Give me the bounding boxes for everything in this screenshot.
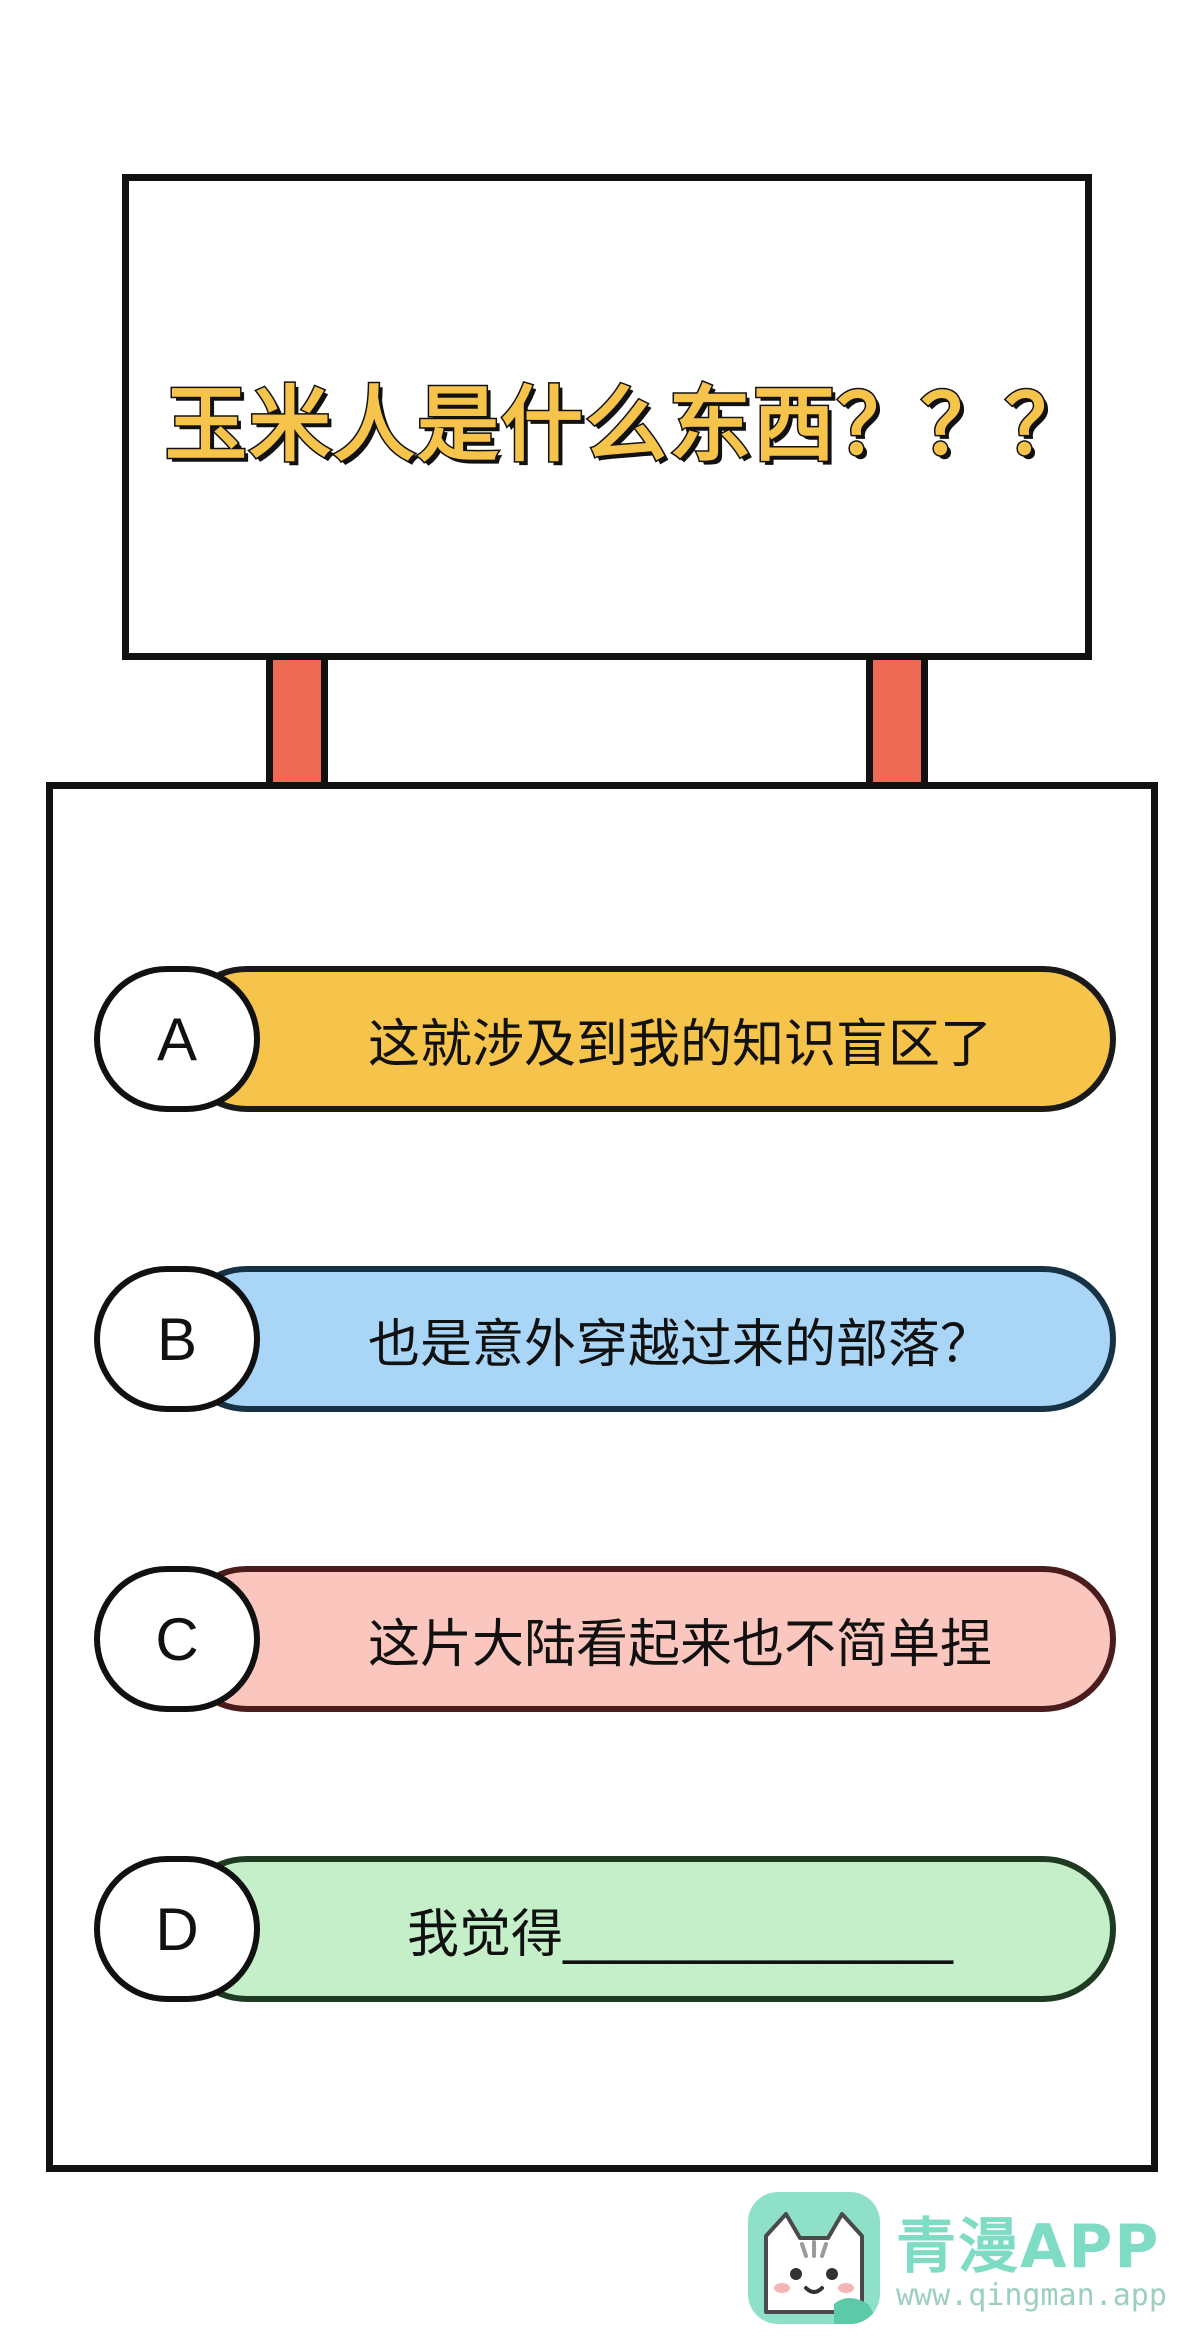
option-b-pill[interactable]: 也是意外穿越过来的部落？ xyxy=(174,1266,1116,1412)
option-d[interactable]: 我觉得_______________ D xyxy=(94,1856,1116,2002)
sign-post-left xyxy=(266,660,328,786)
option-a-text: 这就涉及到我的知识盲区了 xyxy=(367,1014,992,1075)
option-a-pill[interactable]: 这就涉及到我的知识盲区了 xyxy=(174,966,1116,1112)
watermark-title: 青漫APP xyxy=(896,2212,1161,2282)
sign-post-right xyxy=(866,660,928,786)
cat-mascot-icon xyxy=(748,2192,880,2324)
question-title: 玉米人是什么东西？？？ xyxy=(163,376,1090,474)
question-sign: 玉米人是什么东西？？？ xyxy=(122,174,1092,660)
option-b[interactable]: 也是意外穿越过来的部落？ B xyxy=(94,1266,1116,1412)
option-c[interactable]: 这片大陆看起来也不简单捏 C xyxy=(94,1566,1116,1712)
option-a-letter: A xyxy=(94,966,260,1112)
app-watermark: 青漫APP www.qingman.app xyxy=(748,2192,1168,2324)
option-c-text: 这片大陆看起来也不简单捏 xyxy=(367,1614,992,1675)
option-a[interactable]: 这就涉及到我的知识盲区了 A xyxy=(94,966,1116,1112)
option-d-letter: D xyxy=(94,1856,260,2002)
watermark-url: www.qingman.app xyxy=(896,2278,1167,2313)
option-d-text: 我觉得_______________ xyxy=(406,1904,953,1965)
option-b-letter: B xyxy=(94,1266,260,1412)
option-d-pill[interactable]: 我觉得_______________ xyxy=(174,1856,1116,2002)
option-b-text: 也是意外穿越过来的部落？ xyxy=(367,1314,992,1375)
option-c-letter: C xyxy=(94,1566,260,1712)
option-c-pill[interactable]: 这片大陆看起来也不简单捏 xyxy=(174,1566,1116,1712)
